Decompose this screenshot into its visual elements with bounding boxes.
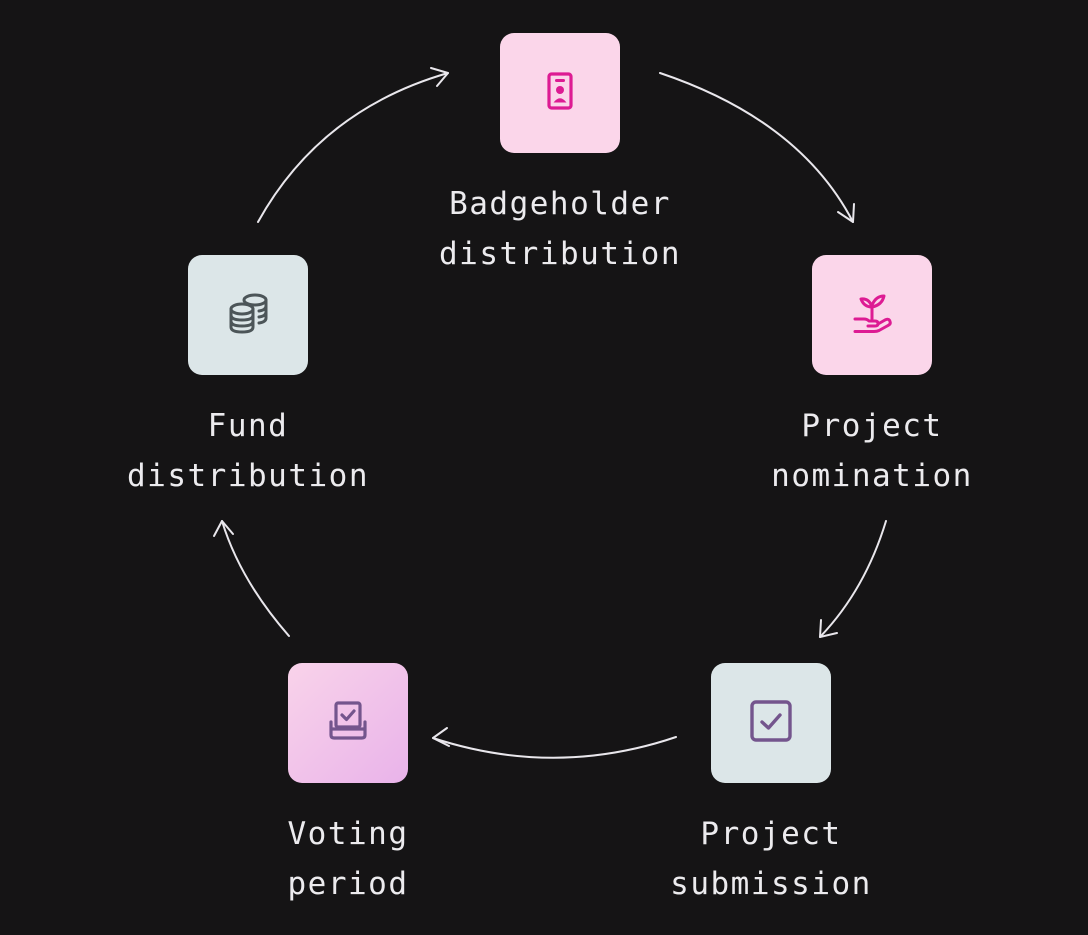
tile-badgeholder [500, 33, 620, 153]
arrow-submission-to-voting [432, 727, 677, 759]
coin-stack-icon [218, 283, 278, 347]
tile-voting [288, 663, 408, 783]
arrow-nomination-to-submission [819, 520, 887, 638]
hand-sprout-icon [842, 283, 902, 347]
tile-nomination [812, 255, 932, 375]
label-badgeholder-distribution: Badgeholder distribution [439, 186, 681, 272]
ballot-box-icon [318, 691, 378, 755]
tile-fund [188, 255, 308, 375]
tile-submission [711, 663, 831, 783]
arrow-fund-to-badgeholder [257, 67, 449, 223]
step-fund-distribution: Fund distribution [98, 255, 398, 501]
label-voting-period: Voting period [287, 816, 409, 902]
badge-id-card-icon [530, 61, 590, 125]
step-badgeholder-distribution: Badgeholder distribution [410, 33, 710, 279]
label-project-nomination: Project nomination [771, 408, 973, 494]
step-project-submission: Project submission [621, 663, 921, 909]
step-voting-period: Voting period [198, 663, 498, 909]
arrow-voting-to-fund [213, 520, 290, 637]
arrow-badgeholder-to-nomination [659, 72, 855, 223]
label-project-submission: Project submission [670, 816, 872, 902]
checkbox-icon [741, 691, 801, 755]
label-fund-distribution: Fund distribution [127, 408, 369, 494]
step-project-nomination: Project nomination [722, 255, 1022, 501]
